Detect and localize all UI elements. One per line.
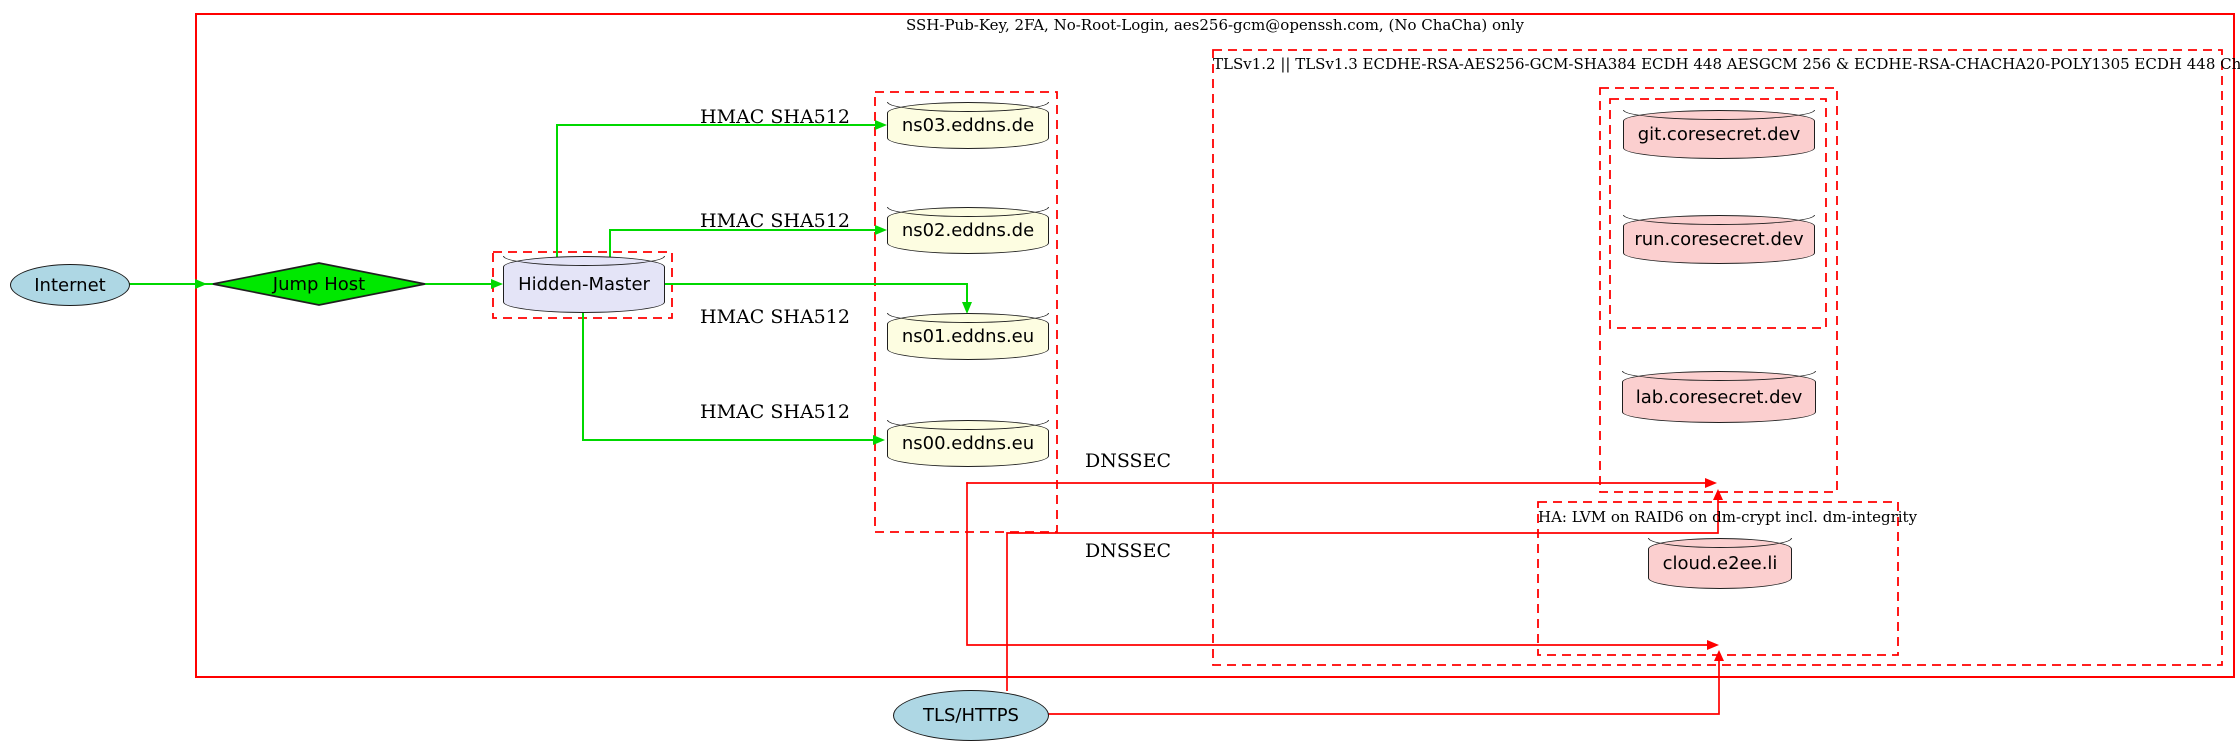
- node-internet-label: Internet: [34, 274, 106, 296]
- cluster-git-run-border: [1609, 98, 1827, 329]
- arrowhead: [1707, 640, 1719, 650]
- arrowhead: [1705, 478, 1717, 488]
- arrowhead: [1714, 650, 1724, 661]
- node-ns00: ns00.eddns.eu: [887, 420, 1049, 467]
- node-hidden-master-label: Hidden-Master: [518, 274, 650, 295]
- node-ns03-label: ns03.eddns.de: [901, 115, 1035, 136]
- cluster-ssh-hardening-border: [195, 13, 2235, 678]
- red-arrowheads: [1705, 478, 1724, 661]
- node-ns01: ns01.eddns.eu: [887, 313, 1049, 360]
- arrowhead: [875, 120, 887, 130]
- cluster-tls-policy-border: [1212, 49, 2223, 666]
- edge-ns00-ha-dnssec: [966, 483, 1708, 646]
- node-ns03: ns03.eddns.de: [887, 102, 1049, 149]
- edge-label-hmac-ns00: HMAC SHA512: [700, 401, 850, 423]
- node-ns01-label: ns01.eddns.eu: [901, 326, 1035, 347]
- arrowhead: [875, 225, 887, 235]
- node-git: git.coresecret.dev: [1623, 110, 1815, 159]
- node-tls-https: TLS/HTTPS: [893, 690, 1049, 741]
- cluster-ha-label: HA: LVM on RAID6 on dm-crypt incl. dm-in…: [1538, 508, 1918, 526]
- arrowhead: [491, 279, 503, 289]
- node-run-label: run.coresecret.dev: [1634, 229, 1804, 250]
- node-internet: Internet: [10, 264, 130, 306]
- node-jump-host-label: Jump Host: [272, 273, 366, 295]
- edge-master-ns03: [556, 124, 876, 257]
- node-lab-label: lab.coresecret.dev: [1635, 386, 1803, 408]
- edge-ns00-coresecret-dnssec: [966, 482, 1706, 484]
- node-ns00-label: ns00.eddns.eu: [901, 433, 1035, 454]
- cluster-ssh-label: SSH-Pub-Key, 2FA, No-Root-Login, aes256-…: [906, 16, 1524, 34]
- node-tls-https-label: TLS/HTTPS: [922, 705, 1019, 726]
- edge-tls-coresecret: [1006, 500, 1719, 691]
- edge-label-hmac-ns02: HMAC SHA512: [700, 210, 850, 232]
- edge-master-ns02: [609, 229, 876, 257]
- green-arrowheads: [195, 120, 972, 445]
- node-cloud: cloud.e2ee.li: [1648, 538, 1792, 589]
- cluster-tls-label: TLSv1.2 || TLSv1.3 ECDHE-RSA-AES256-GCM-…: [1213, 55, 2240, 73]
- edge-label-dnssec-2: DNSSEC: [1085, 540, 1171, 562]
- edge-label-hmac-ns01: HMAC SHA512: [700, 306, 850, 328]
- node-ns02: ns02.eddns.de: [887, 207, 1049, 254]
- arrowhead: [962, 302, 972, 314]
- cluster-nameservers-border: [874, 91, 1058, 533]
- red-edges: [966, 482, 1720, 715]
- node-lab: lab.coresecret.dev: [1622, 371, 1816, 423]
- edge-label-dnssec-1: DNSSEC: [1085, 450, 1171, 472]
- edge-tls-ha: [1047, 661, 1720, 715]
- node-git-label: git.coresecret.dev: [1637, 124, 1801, 145]
- arrowhead: [1713, 489, 1723, 500]
- green-edges: [128, 124, 968, 441]
- node-run: run.coresecret.dev: [1623, 215, 1815, 264]
- node-hidden-master: Hidden-Master: [503, 256, 665, 313]
- arrowhead: [873, 435, 885, 445]
- arrowhead: [195, 279, 207, 289]
- edge-master-ns01: [663, 283, 968, 303]
- node-ns02-label: ns02.eddns.de: [901, 220, 1035, 241]
- edge-master-ns00: [582, 311, 874, 441]
- node-cloud-label: cloud.e2ee.li: [1662, 553, 1778, 574]
- jump-host-diamond: [212, 262, 426, 306]
- node-jump-host: Jump Host: [213, 263, 425, 305]
- edge-label-hmac-ns03: HMAC SHA512: [700, 106, 850, 128]
- cluster-coresecret-border: [1599, 87, 1838, 493]
